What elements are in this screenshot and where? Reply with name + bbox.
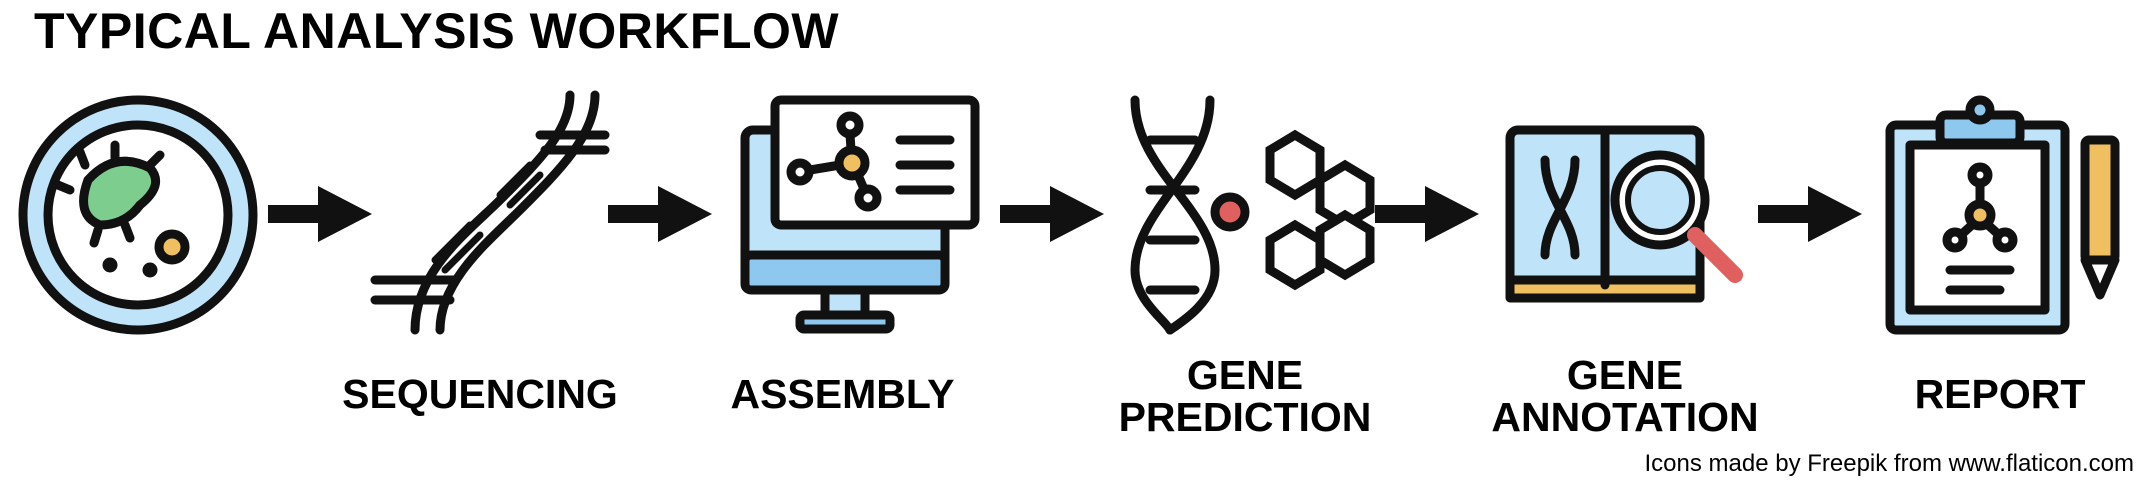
- step-label-gene-prediction: GENE PREDICTION: [1085, 354, 1405, 438]
- arrow-3-icon: [1000, 186, 1104, 242]
- diagram-title: TYPICAL ANALYSIS WORKFLOW: [34, 3, 840, 59]
- clipboard-pencil-icon: [1885, 95, 2120, 335]
- arrow-2-icon: [608, 186, 712, 242]
- dna-molecule-icon: [1130, 95, 1375, 335]
- step-label-assembly: ASSEMBLY: [690, 373, 995, 415]
- step-label-sequencing: SEQUENCING: [325, 373, 635, 415]
- petri-dish-bacteria-icon: [18, 95, 258, 335]
- step-label-line: GENE: [1186, 352, 1304, 398]
- arrow-5-icon: [1758, 186, 1862, 242]
- step-label-report: REPORT: [1855, 373, 2145, 415]
- step-label-line: ASSEMBLY: [730, 371, 955, 417]
- step-label-line: REPORT: [1914, 371, 2086, 417]
- dna-helix-icon: [370, 90, 610, 335]
- step-label-line: GENE: [1566, 352, 1684, 398]
- arrow-4-icon: [1375, 186, 1479, 242]
- step-label-line: ANNOTATION: [1491, 394, 1759, 440]
- book-magnifier-icon: [1505, 125, 1743, 303]
- arrow-1-icon: [268, 186, 372, 242]
- computer-monitor-network-icon: [740, 95, 980, 334]
- icon-credit: Icons made by Freepik from www.flaticon.…: [1644, 450, 2134, 477]
- step-label-line: PREDICTION: [1118, 394, 1372, 440]
- step-label-gene-annotation: GENE ANNOTATION: [1465, 354, 1785, 438]
- step-label-line: SEQUENCING: [342, 371, 618, 417]
